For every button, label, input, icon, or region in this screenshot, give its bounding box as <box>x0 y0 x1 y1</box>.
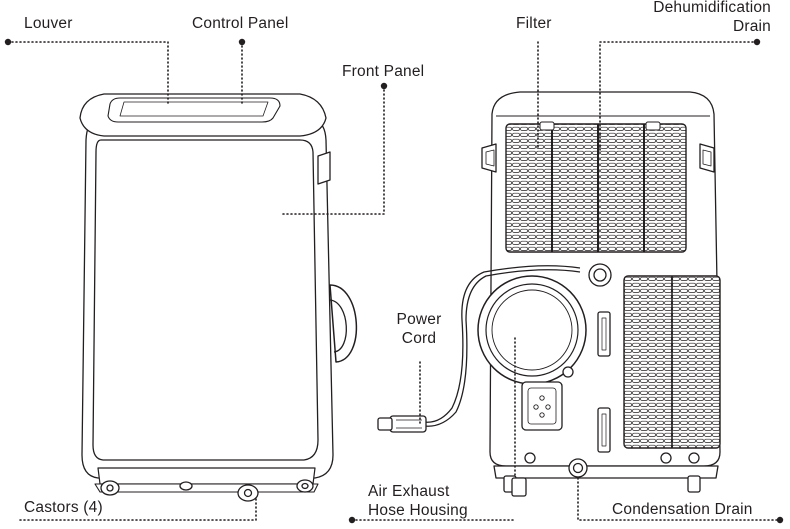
label-air-exhaust-hose-housing: Air Exhaust Hose Housing <box>368 482 468 520</box>
front-unit-illustration <box>79 93 357 502</box>
front-castors <box>100 479 314 502</box>
label-power-cord: Power Cord <box>390 310 448 348</box>
filter-grill <box>505 123 687 253</box>
label-castors: Castors (4) <box>24 499 103 516</box>
label-front-panel: Front Panel <box>342 63 425 80</box>
label-dehumidification-drain-line2: Drain <box>732 18 771 35</box>
label-power-cord-line1: Power <box>396 311 442 328</box>
leader-dots <box>4 38 784 524</box>
front-panel <box>92 139 319 461</box>
power-cord-drawing <box>377 265 581 433</box>
label-filter: Filter <box>516 15 552 32</box>
label-air-exhaust-line2: Hose Housing <box>368 502 468 519</box>
label-dehumidification-drain-line1: Dehumidification <box>653 0 771 16</box>
label-dehumidification-drain: Dehumidification Drain <box>653 0 771 36</box>
label-air-exhaust-line1: Air Exhaust <box>368 483 450 500</box>
leader-lines <box>7 41 781 521</box>
back-castors <box>503 452 701 497</box>
back-unit-illustration <box>477 91 721 497</box>
power-socket <box>521 381 563 431</box>
label-power-cord-line2: Cord <box>401 330 437 347</box>
side-exhaust-bump <box>329 284 357 363</box>
label-louver: Louver <box>24 15 73 32</box>
label-condensation-drain: Condensation Drain <box>612 501 753 518</box>
label-control-panel: Control Panel <box>192 15 289 32</box>
